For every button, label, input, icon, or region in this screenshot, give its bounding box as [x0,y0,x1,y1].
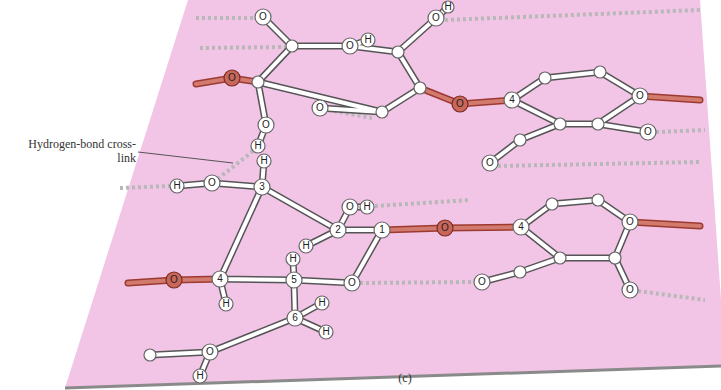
hydrogen-bonds [120,10,705,355]
atom-label: H [444,2,451,12]
atom-label: O [626,217,634,227]
atom-label: H [196,371,203,381]
atom-label: 1 [379,225,385,235]
plane-edge [65,366,721,388]
atom-label: 4 [217,274,223,284]
leader-line [138,152,233,163]
atom-label: H [173,181,180,191]
atom-label: O [262,120,270,130]
atom-label: O [348,278,356,288]
atom-label: O [206,347,214,357]
atom-label: O [259,12,267,22]
callout-label: Hydrogen-bond cross-link [18,138,136,166]
atoms [144,1,656,383]
atom-label: O [208,178,216,188]
atom-label: H [222,299,229,309]
panel-label: (c) [398,372,411,384]
atom-label: O [316,103,324,113]
atom-label: O [441,223,449,233]
atom-label: O [228,73,236,83]
atom-label: 3 [259,182,265,192]
atom-label: O [644,127,652,137]
atom-label: O [170,275,178,285]
atom-label: H [289,254,296,264]
bridge-oxygen-atoms [166,70,468,288]
atom-label: O [636,91,644,101]
atom-label: O [626,285,634,295]
atom-label: O [346,202,354,212]
atom-label: H [260,156,267,166]
atom-label: H [363,202,370,212]
atom-label: 4 [518,222,524,232]
atom-label: O [346,41,354,51]
atom-label: H [254,141,261,151]
atom-label: O [456,99,464,109]
atom-label: O [478,277,486,287]
atom-label: H [364,35,371,45]
atom-label: O [432,13,440,23]
atom-label: O [486,158,494,168]
atom-label: 4 [509,95,515,105]
plane [65,0,721,388]
atom-label: H [302,241,309,251]
atom-label: H [318,298,325,308]
atom-label: 2 [335,225,341,235]
atom-label: 5 [291,275,297,285]
atom-label: H [322,327,329,337]
atom-label: 6 [292,313,298,323]
